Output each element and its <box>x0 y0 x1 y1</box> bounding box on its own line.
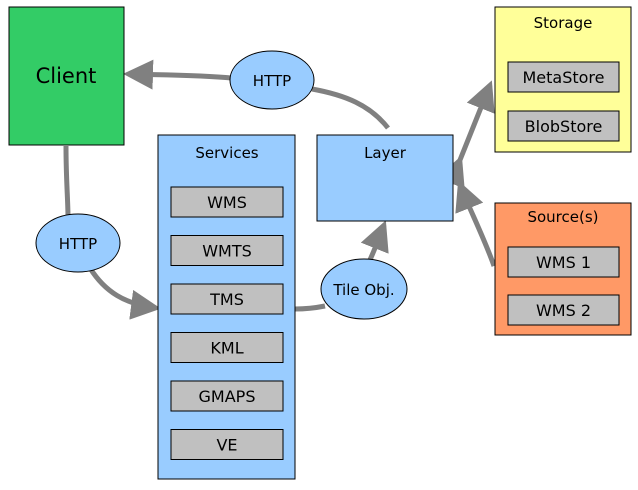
services-title: Services <box>195 144 258 162</box>
sources-item-wms-2 <box>507 294 620 326</box>
client-node: Client <box>8 6 125 146</box>
tile-obj-bubble: Tile Obj. <box>320 258 408 320</box>
http-top-ellipse <box>229 50 315 110</box>
sources-item-label-wms-2: WMS 2 <box>536 301 591 320</box>
services-item-kml <box>170 332 284 363</box>
sources-title: Source(s) <box>527 208 598 226</box>
edge-services-to-tile-obj <box>294 303 326 312</box>
services-item-wmts <box>170 235 284 266</box>
edge-source-to-layer <box>455 180 497 267</box>
storage-item-metastore <box>507 61 620 93</box>
http-top-bubble: HTTP <box>229 50 315 110</box>
sources-items: WMS 1 WMS 2 <box>507 246 620 326</box>
storage-item-label-blobstore: BlobStore <box>525 117 603 136</box>
sources-item-label-wms-1: WMS 1 <box>536 253 591 272</box>
storage-item-label-metastore: MetaStore <box>522 68 604 87</box>
edge-http-left-to-services <box>87 266 161 320</box>
services-node: Services WMS WMTS TMS KML GMAPS VE <box>157 134 296 480</box>
tile-obj-ellipse <box>320 258 408 320</box>
services-item-gmaps <box>170 380 284 412</box>
services-item-label-gmaps: GMAPS <box>199 387 256 406</box>
client-box <box>8 6 125 146</box>
layer-node: Layer <box>316 134 454 222</box>
edge-layer-to-http-top <box>311 86 390 130</box>
services-items: WMS WMTS TMS KML GMAPS VE <box>170 186 284 460</box>
services-item-label-ve: VE <box>216 436 237 455</box>
services-item-ve <box>170 429 284 460</box>
storage-title: Storage <box>534 14 593 32</box>
services-item-label-tms: TMS <box>209 290 244 309</box>
http-left-bubble: HTTP <box>35 213 121 273</box>
storage-item-blobstore <box>507 110 620 142</box>
services-item-label-wmts: WMTS <box>202 242 252 261</box>
layer-box <box>316 134 454 222</box>
http-left-label: HTTP <box>59 235 97 253</box>
client-label: Client <box>36 64 97 88</box>
services-item-tms <box>170 283 284 315</box>
edge-layer-storage <box>436 80 495 189</box>
services-item-label-wms: WMS <box>207 193 247 212</box>
layer-title: Layer <box>364 144 407 162</box>
services-item-label-kml: KML <box>210 339 243 358</box>
sources-item-wms-1 <box>507 246 620 278</box>
http-top-label: HTTP <box>253 72 291 90</box>
tile-obj-label: Tile Obj. <box>332 281 394 299</box>
edge-client-to-http-left <box>63 145 71 219</box>
edge-http-top-to-client <box>123 59 233 90</box>
sources-node: Source(s) WMS 1 WMS 2 <box>494 202 632 336</box>
edge-tile-obj-to-layer <box>360 220 389 266</box>
http-left-ellipse <box>35 213 121 273</box>
services-item-wms <box>170 186 284 218</box>
